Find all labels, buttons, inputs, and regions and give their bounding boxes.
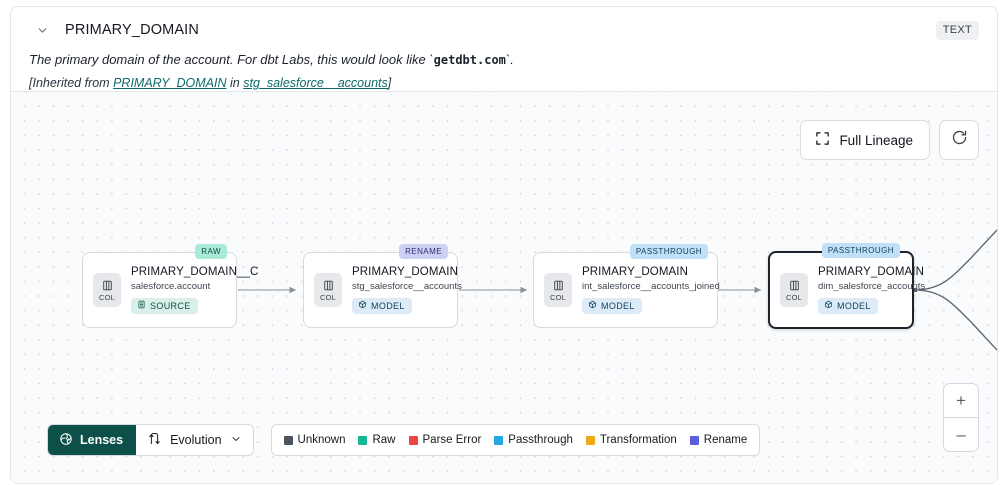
legend-swatch [283, 435, 293, 445]
lens-legend: Unknown Raw Parse Error Passthrough Tran… [270, 424, 761, 456]
node-column-name: PRIMARY_DOMAIN [352, 265, 458, 278]
legend-swatch [585, 435, 595, 445]
node-kind-badge: MODEL [582, 297, 642, 315]
cube-icon [358, 300, 367, 311]
legend-label: Rename [703, 434, 748, 446]
node-body: PRIMARY_DOMAIN int_salesforce__accounts_… [582, 265, 720, 315]
legend-swatch [689, 435, 699, 445]
node-kind-label: MODEL [837, 300, 871, 311]
node-body: PRIMARY_DOMAIN__C salesforce.account SOU… [131, 265, 259, 315]
type-badge: TEXT [935, 21, 979, 40]
legend-item: Transformation [585, 434, 677, 446]
legend-label: Parse Error [422, 434, 482, 446]
zoom-controls: + – [943, 383, 979, 452]
header-title-row: PRIMARY_DOMAIN [29, 19, 979, 41]
legend-swatch [358, 435, 368, 445]
evolution-label: Evolution [170, 433, 222, 447]
node-kind-label: SOURCE [150, 300, 191, 311]
legend-label: Transformation [599, 434, 677, 446]
chevron-down-icon [230, 433, 242, 448]
full-lineage-label: Full Lineage [839, 132, 913, 148]
lineage-canvas[interactable]: Full Lineage + – RAW [11, 92, 997, 483]
canvas-bottom-bar: Lenses Evolution [47, 424, 761, 456]
column-icon: COL [314, 273, 342, 307]
cube-icon [588, 300, 597, 311]
legend-item: Parse Error [408, 434, 482, 446]
node-col-label: COL [785, 292, 803, 302]
cube-icon [824, 300, 833, 311]
legend-swatch [408, 435, 418, 445]
node-kind-badge: SOURCE [131, 297, 198, 315]
node-body: PRIMARY_DOMAIN stg_salesforce__accounts … [352, 265, 462, 315]
inherited-suffix: ] [387, 76, 392, 90]
node-lens-pill: RENAME [399, 244, 448, 259]
node-kind-label: MODEL [601, 300, 635, 311]
page-title: PRIMARY_DOMAIN [65, 22, 199, 38]
inherited-column-link[interactable]: PRIMARY_DOMAIN [113, 76, 227, 90]
node-column-name: PRIMARY_DOMAIN__C [131, 265, 259, 278]
lenses-segmented-control: Lenses Evolution [47, 424, 254, 456]
description-text-post: `. [505, 52, 514, 67]
expand-corners-icon [815, 131, 830, 149]
node-table-name: dim_salesforce_accounts [818, 280, 926, 292]
zoom-in-button[interactable]: + [956, 390, 966, 410]
inherited-prefix: [Inherited from [29, 76, 114, 90]
legend-label: Passthrough [508, 434, 573, 446]
column-icon: COL [93, 273, 121, 307]
canvas-controls: Full Lineage [800, 120, 979, 160]
evolution-arrows-icon [147, 431, 162, 449]
node-column-name: PRIMARY_DOMAIN [818, 265, 924, 278]
node-kind-badge: MODEL [352, 297, 412, 315]
lenses-button[interactable]: Lenses [48, 425, 137, 455]
zoom-out-button[interactable]: – [956, 424, 966, 444]
full-lineage-button[interactable]: Full Lineage [800, 120, 930, 160]
refresh-icon [951, 129, 968, 151]
lineage-node[interactable]: RAW COL PRIMARY_DOMAIN__C salesforce.acc… [82, 244, 259, 328]
column-header: PRIMARY_DOMAIN TEXT The primary domain o… [11, 7, 997, 92]
node-table-name: stg_salesforce__accounts [352, 280, 462, 292]
database-icon [137, 300, 146, 311]
node-col-label: COL [98, 292, 116, 302]
evolution-dropdown[interactable]: Evolution [136, 425, 252, 455]
lenses-label: Lenses [80, 433, 124, 447]
node-lens-pill: PASSTHROUGH [629, 244, 708, 259]
description-text-pre: The primary domain of the account. For d… [29, 52, 434, 67]
inherited-from: [Inherited from PRIMARY_DOMAIN in stg_sa… [29, 76, 979, 90]
node-lens-pill: RAW [195, 244, 227, 259]
legend-item: Unknown [283, 434, 346, 446]
lineage-node[interactable]: RENAME COL PRIMARY_DOMAIN stg_salesforce… [303, 244, 462, 328]
node-kind-badge: MODEL [818, 297, 878, 315]
lineage-node-selected[interactable]: PASSTHROUGH COL PRIMARY_DOMAIN dim_sales… [768, 243, 926, 329]
legend-swatch [494, 435, 504, 445]
zoom-divider [944, 417, 978, 418]
legend-item: Raw [358, 434, 396, 446]
node-kind-label: MODEL [371, 300, 405, 311]
chevron-down-icon[interactable] [35, 23, 49, 37]
node-column-name: PRIMARY_DOMAIN [582, 265, 688, 278]
legend-label: Raw [372, 434, 396, 446]
node-body: PRIMARY_DOMAIN dim_salesforce_accounts M… [818, 265, 926, 315]
lineage-node[interactable]: PASSTHROUGH COL PRIMARY_DOMAIN int_sales… [533, 244, 720, 328]
node-col-label: COL [549, 292, 567, 302]
column-description: The primary domain of the account. For d… [29, 52, 979, 67]
legend-item: Rename [689, 434, 748, 446]
legend-item: Passthrough [494, 434, 573, 446]
node-table-name: int_salesforce__accounts_joined [582, 280, 720, 292]
node-table-name: salesforce.account [131, 280, 211, 292]
legend-label: Unknown [297, 434, 346, 446]
column-icon: COL [544, 273, 572, 307]
column-detail-card: PRIMARY_DOMAIN TEXT The primary domain o… [10, 6, 998, 484]
refresh-button[interactable] [939, 120, 979, 160]
column-icon: COL [780, 273, 808, 307]
inherited-mid: in [226, 76, 244, 90]
aperture-icon [59, 432, 73, 449]
node-lens-pill: PASSTHROUGH [821, 243, 900, 258]
inherited-model-link[interactable]: stg_salesforce__accounts [243, 76, 388, 90]
description-code: getdbt.com [433, 53, 506, 67]
node-col-label: COL [319, 292, 337, 302]
